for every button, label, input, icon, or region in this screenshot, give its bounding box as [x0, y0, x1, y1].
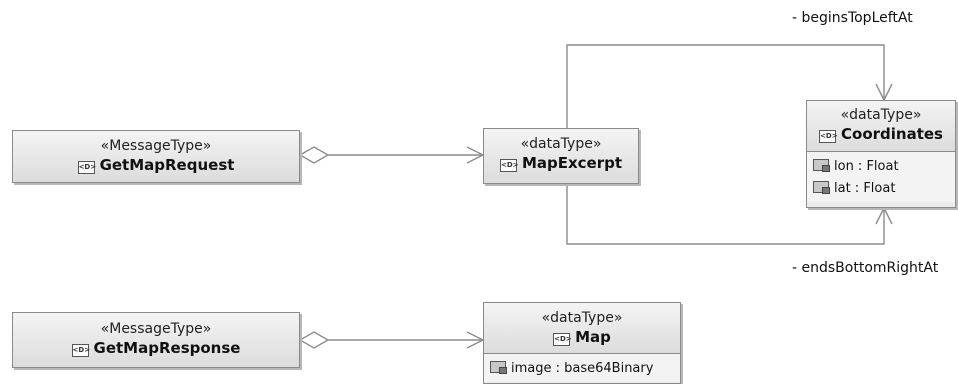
role-label-begins-top-left-at: - beginsTopLeftAt — [792, 10, 913, 26]
class-header: «dataType» <D>MapExcerpt — [484, 129, 638, 183]
attribute-icon — [813, 159, 830, 172]
class-header: «dataType» <D>Map — [484, 303, 680, 353]
class-get-map-response[interactable]: «MessageType» <D>GetMapResponse — [12, 312, 300, 368]
datatype-icon: <D> — [499, 159, 519, 172]
class-name: GetMapResponse — [93, 339, 241, 357]
attribute-row[interactable]: lat : Float — [813, 178, 955, 200]
class-map[interactable]: «dataType» <D>Map image : base64Binary — [483, 302, 681, 384]
arrowhead-coordinates-bottom — [875, 206, 893, 225]
association-begins-top-left — [566, 44, 885, 128]
attribute-compartment: image : base64Binary — [484, 353, 680, 382]
stereotype-label: «MessageType» — [100, 321, 212, 337]
class-map-excerpt[interactable]: «dataType» <D>MapExcerpt — [483, 128, 639, 184]
class-name: MapExcerpt — [521, 154, 623, 172]
class-name: GetMapRequest — [99, 156, 235, 174]
association-ends-bottom-right — [566, 184, 885, 245]
class-coordinates[interactable]: «dataType» <D>Coordinates lon : Float la… — [806, 100, 956, 208]
stereotype-label: «dataType» — [840, 107, 922, 123]
attribute-label: lon : Float — [834, 159, 899, 174]
attribute-icon — [813, 181, 830, 194]
stereotype-label: «dataType» — [520, 136, 602, 152]
class-name: Coordinates — [841, 125, 943, 143]
class-get-map-request[interactable]: «MessageType» <D>GetMapRequest — [12, 130, 300, 183]
attribute-label: image : base64Binary — [511, 361, 654, 376]
datatype-icon: <D> — [553, 333, 572, 346]
attribute-row[interactable]: image : base64Binary — [490, 358, 680, 380]
datatype-icon: <D> — [71, 344, 90, 357]
aggregation-response-map — [298, 331, 330, 349]
class-name: Map — [575, 328, 611, 346]
datatype-icon: <D> — [77, 161, 96, 174]
attribute-compartment: lon : Float lat : Float — [807, 151, 955, 202]
class-header: «MessageType» <D>GetMapResponse — [13, 313, 299, 367]
attribute-icon — [490, 361, 507, 374]
attribute-label: lat : Float — [834, 181, 896, 196]
stereotype-label: «dataType» — [541, 310, 623, 326]
class-header: «dataType» <D>Coordinates — [807, 101, 955, 151]
datatype-icon: <D> — [819, 130, 838, 143]
role-label-ends-bottom-right-at: - endsBottomRightAt — [792, 260, 939, 276]
stereotype-label: «MessageType» — [100, 138, 212, 154]
attribute-row[interactable]: lon : Float — [813, 156, 955, 178]
aggregation-request-excerpt — [298, 146, 330, 164]
class-header: «MessageType» <D>GetMapRequest — [13, 131, 299, 182]
